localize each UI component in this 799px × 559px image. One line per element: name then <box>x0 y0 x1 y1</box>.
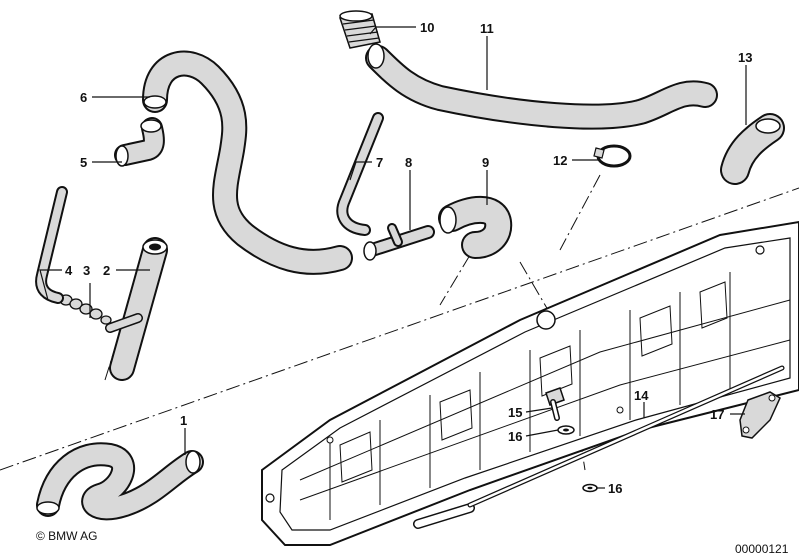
cover-plate <box>261 220 799 546</box>
callout-2: 2 <box>103 263 110 278</box>
callout-17: 17 <box>710 407 724 422</box>
callout-7: 7 <box>376 155 383 170</box>
callout-1: 1 <box>180 413 187 428</box>
callout-13: 13 <box>738 50 752 65</box>
part-2-hose <box>105 237 168 381</box>
part-3-connector <box>59 294 112 325</box>
part-11-hose <box>365 43 718 130</box>
part-17-bracket <box>739 391 781 439</box>
callout-labels: 1 2 3 4 5 6 7 8 9 10 11 12 13 14 15 16 1… <box>65 20 752 496</box>
callout-10: 10 <box>420 20 434 35</box>
callout-15: 15 <box>508 405 522 420</box>
part-15-bolt <box>545 387 565 421</box>
callout-3: 3 <box>83 263 90 278</box>
copyright-text: © BMW AG <box>36 529 98 543</box>
callout-12: 12 <box>553 153 567 168</box>
callout-16b: 16 <box>608 481 622 496</box>
part-7-hose <box>336 112 384 236</box>
part-14-tube <box>413 365 785 529</box>
callout-6: 6 <box>80 90 87 105</box>
callout-11: 11 <box>480 21 494 36</box>
part-12-clamp <box>593 144 632 168</box>
part-6-hose <box>142 50 353 275</box>
part-13-hose <box>720 113 785 185</box>
part-4-hose <box>35 186 68 304</box>
part-8-tconnector <box>363 223 435 261</box>
callout-8: 8 <box>405 155 412 170</box>
part-5-elbow <box>114 117 165 167</box>
part-10-bellows <box>338 10 381 49</box>
callout-14: 14 <box>634 388 649 403</box>
leader-lines <box>39 26 747 489</box>
callout-16a: 16 <box>508 429 522 444</box>
image-number: 00000121 <box>735 542 789 556</box>
callout-9: 9 <box>482 155 489 170</box>
callout-4: 4 <box>65 263 73 278</box>
callout-5: 5 <box>80 155 87 170</box>
part-1-hose <box>36 442 204 521</box>
part-9-elbow <box>438 195 513 259</box>
